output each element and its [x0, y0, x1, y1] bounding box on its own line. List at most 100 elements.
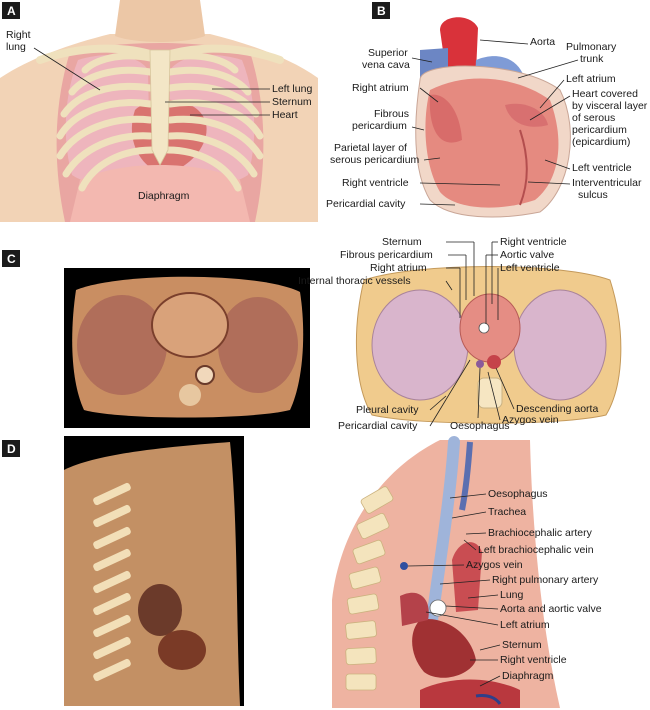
photo-d-tissue: [64, 442, 240, 706]
label-pulm-2: trunk: [580, 53, 604, 65]
leader-aorta: [479, 39, 529, 45]
schematic-d-aortic-valve: [429, 599, 447, 617]
label-right-ventricle-c: Right ventricle: [500, 236, 567, 248]
photo-c-vertebra: [179, 384, 201, 406]
leader-right-ventricle-b: [419, 182, 501, 186]
heart-body-b: [425, 78, 559, 208]
panel-a-badge: [2, 2, 20, 19]
label-azygos-d: Azygos vein: [466, 559, 523, 571]
sternum-shape: [149, 49, 171, 166]
label-pleural-cavity: Pleural cavity: [356, 404, 419, 416]
panel-d-badge: [2, 440, 20, 457]
aorta-shape: [440, 17, 478, 72]
panel-c: C Sternum Fibrous pericardium Right atri…: [2, 236, 622, 432]
label-heart-cov-3: of serous: [572, 112, 615, 124]
label-right-lung-2: lung: [6, 41, 26, 53]
leader-fibrous-b: [411, 126, 425, 131]
leader-heart-cov: [529, 95, 571, 121]
schematic-d-left-atrium: [400, 592, 429, 626]
panel-c-badge: [2, 250, 20, 267]
label-aortic-valve: Aortic valve: [500, 249, 554, 261]
leader-svc: [411, 57, 433, 63]
label-trachea: Trachea: [488, 506, 526, 518]
leader-azygos-c: [487, 371, 501, 421]
label-sternum-a: Sternum: [272, 96, 312, 108]
label-right-lung-1: Right: [6, 29, 31, 41]
leader-left-brachiocephalic-vein: [463, 539, 477, 551]
photo-d-vertebrae: [93, 482, 131, 682]
label-heart-cov-2: by visceral layer: [572, 100, 648, 112]
label-left-ventricle-c: Left ventricle: [500, 262, 560, 274]
label-lung-d: Lung: [500, 589, 524, 601]
leader-descending-aorta: [495, 367, 515, 410]
label-right-ventricle-b: Right ventricle: [342, 177, 409, 189]
label-right-atrium-c: Right atrium: [370, 262, 427, 274]
right-atrium-shape: [429, 94, 462, 143]
label-right-ventricle-d: Right ventricle: [500, 654, 567, 666]
photo-d-heart-chamber-2: [158, 630, 206, 670]
interventricular-groove: [519, 129, 528, 206]
diaphragm-shape: [70, 165, 250, 222]
leader-right-lung: [33, 47, 101, 91]
leader-oesophagus-c: [477, 367, 481, 419]
panel-b-badge: [372, 2, 390, 19]
leader-oesophagus-d: [449, 493, 487, 499]
panel-a: A Right lung Left lung Sternum Heart Dia…: [0, 0, 318, 222]
schematic-d-azygos: [400, 562, 408, 570]
label-left-lung: Left lung: [272, 83, 312, 95]
right-clavicle: [36, 44, 154, 64]
schematic-d-diaphragm-vessel: [475, 694, 502, 705]
leader-left-atrium-b: [539, 79, 565, 109]
leader-aorta-valve: [445, 605, 499, 610]
leader-left-atrium-d: [425, 611, 499, 626]
leader-parietal: [423, 157, 441, 161]
schematic-d-right-ventricle: [412, 619, 476, 678]
schematic-d-aorta: [452, 542, 482, 612]
label-heart: Heart: [272, 109, 298, 121]
label-diaphragm-a: Diaphragm: [138, 190, 190, 202]
leader-azygos-d: [407, 564, 465, 567]
label-right-atrium-b: Right atrium: [352, 82, 409, 94]
panel-c-badge-text: C: [7, 252, 16, 266]
panel-d-badge-text: D: [7, 442, 16, 456]
label-left-brachiocephalic-vein: Left brachiocephalic vein: [478, 544, 594, 556]
schematic-d-trachea: [426, 436, 460, 626]
label-left-atrium-b: Left atrium: [566, 73, 616, 85]
label-sternum-d: Sternum: [502, 639, 542, 651]
label-aorta-valve: Aorta and aortic valve: [500, 603, 602, 615]
left-atrium-shape: [505, 103, 548, 127]
label-fibrous-2: pericardium: [352, 120, 407, 132]
label-pulm-1: Pulmonary: [566, 41, 617, 53]
label-right-pulmonary-artery: Right pulmonary artery: [492, 574, 599, 586]
leader-lung-d: [467, 594, 499, 599]
schematic-c-left-lung: [513, 289, 607, 401]
schematic-c-right-lung: [371, 289, 469, 401]
label-heart-cov-4: pericardium: [572, 124, 627, 136]
leader-left-ventricle-b: [544, 159, 571, 170]
panel-b-badge-text: B: [377, 4, 386, 18]
panel-a-badge-text: A: [7, 4, 16, 18]
label-azygos-c: Azygos vein: [502, 414, 559, 426]
label-parietal-2: serous pericardium: [330, 154, 420, 166]
label-svc-2: vena cava: [362, 59, 410, 71]
label-oesophagus-c: Oesophagus: [450, 420, 510, 432]
photo-c-aorta: [195, 365, 215, 385]
schematic-d-tissue: [332, 440, 560, 708]
label-oesophagus-d: Oesophagus: [488, 488, 548, 500]
leader-pericardial-cavity-c: [429, 359, 471, 427]
leader-diaphragm-d: [479, 675, 501, 687]
leader-pericardial-cavity-b: [419, 203, 456, 206]
left-clavicle: [166, 44, 284, 64]
schematic-c-oesophagus: [476, 360, 484, 368]
label-internal-thoracic: Internal thoracic vessels: [298, 275, 411, 287]
label-brachiocephalic-artery: Brachiocephalic artery: [488, 527, 593, 539]
label-aorta: Aorta: [530, 36, 555, 48]
label-fibrous-1: Fibrous: [374, 108, 409, 120]
label-left-atrium-d: Left atrium: [500, 619, 550, 631]
label-diaphragm-d: Diaphragm: [502, 670, 554, 682]
leader-pulm: [517, 59, 579, 79]
label-left-ventricle-b: Left ventricle: [572, 162, 632, 174]
leader-pleural-cavity: [429, 395, 447, 411]
label-heart-cov-5: (epicardium): [572, 136, 630, 148]
label-interv-1: Interventricular: [572, 177, 642, 189]
